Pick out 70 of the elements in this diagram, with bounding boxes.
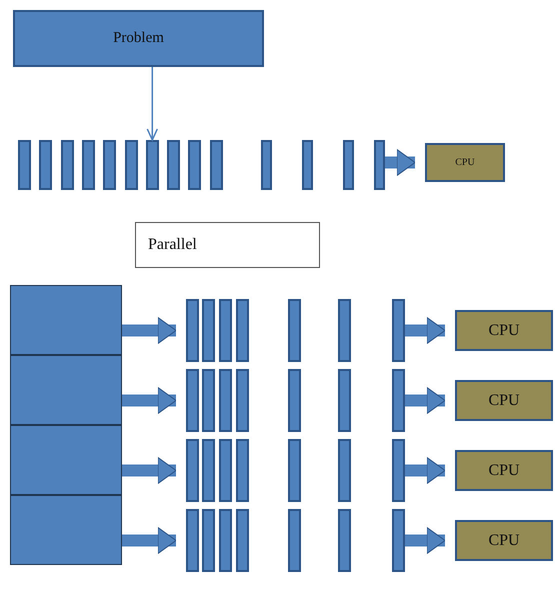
arrow bbox=[385, 149, 416, 176]
task-block bbox=[10, 355, 122, 425]
instruction-bar bbox=[202, 439, 215, 502]
arrow bbox=[405, 387, 446, 414]
box-label: CPU bbox=[488, 322, 520, 340]
instruction-bar bbox=[60, 140, 74, 190]
arrow bbox=[405, 457, 446, 484]
instruction-bar bbox=[261, 140, 272, 190]
instruction-bar bbox=[210, 140, 223, 190]
arrow bbox=[122, 457, 176, 484]
arrow bbox=[122, 387, 176, 414]
cpu-box bbox=[455, 520, 553, 561]
instruction-bar bbox=[146, 140, 159, 190]
instruction-bar bbox=[202, 299, 215, 362]
box-label: CPU bbox=[455, 157, 475, 168]
instruction-bar bbox=[103, 140, 116, 190]
instruction-bar bbox=[338, 509, 351, 572]
cpu-box bbox=[425, 143, 505, 182]
cpu-box bbox=[455, 380, 553, 421]
cpu-box bbox=[455, 450, 553, 491]
instruction-bar bbox=[39, 140, 52, 190]
task-block bbox=[10, 285, 122, 355]
box-label: CPU bbox=[488, 532, 520, 550]
instruction-bar bbox=[82, 140, 95, 190]
instruction-bar bbox=[236, 299, 249, 362]
box-label: Problem bbox=[113, 30, 164, 47]
instruction-bar bbox=[236, 369, 249, 432]
instruction-bar bbox=[202, 509, 215, 572]
instruction-bar bbox=[374, 140, 385, 190]
instruction-bar bbox=[124, 140, 138, 190]
instruction-bar bbox=[219, 439, 232, 502]
instruction-bar bbox=[343, 140, 354, 190]
instruction-bar bbox=[202, 369, 215, 432]
instruction-bar bbox=[186, 439, 199, 502]
instruction-bar bbox=[219, 299, 232, 362]
arrow bbox=[405, 317, 446, 344]
instruction-bar bbox=[186, 509, 199, 572]
instruction-bar bbox=[288, 439, 301, 502]
arrow bbox=[146, 67, 158, 141]
process-box bbox=[13, 10, 264, 67]
instruction-bar bbox=[338, 369, 351, 432]
instruction-bar bbox=[18, 140, 31, 190]
instruction-bar bbox=[288, 509, 301, 572]
instruction-bar bbox=[392, 369, 405, 432]
instruction-bar bbox=[219, 369, 232, 432]
instruction-bar bbox=[236, 439, 249, 502]
instruction-bar bbox=[392, 299, 405, 362]
arrow bbox=[122, 317, 176, 344]
instruction-bar bbox=[288, 369, 301, 432]
instruction-bar bbox=[338, 299, 351, 362]
box-label: CPU bbox=[488, 392, 520, 410]
task-block bbox=[10, 425, 122, 495]
instruction-bar bbox=[236, 509, 249, 572]
instruction-bar bbox=[167, 140, 180, 190]
arrow bbox=[122, 527, 176, 554]
instruction-bar bbox=[186, 299, 199, 362]
instruction-bar bbox=[186, 369, 199, 432]
box-label: CPU bbox=[488, 462, 520, 480]
instruction-bar bbox=[219, 509, 232, 572]
box-label: Parallel bbox=[148, 236, 197, 254]
arrow bbox=[405, 527, 446, 554]
instruction-bar bbox=[392, 439, 405, 502]
instruction-bar bbox=[288, 299, 301, 362]
cpu-box bbox=[455, 310, 553, 351]
instruction-bar bbox=[392, 509, 405, 572]
instruction-bar bbox=[302, 140, 313, 190]
task-block bbox=[10, 495, 122, 565]
process-box bbox=[135, 222, 320, 268]
instruction-bar bbox=[188, 140, 202, 190]
instruction-bar bbox=[338, 439, 351, 502]
